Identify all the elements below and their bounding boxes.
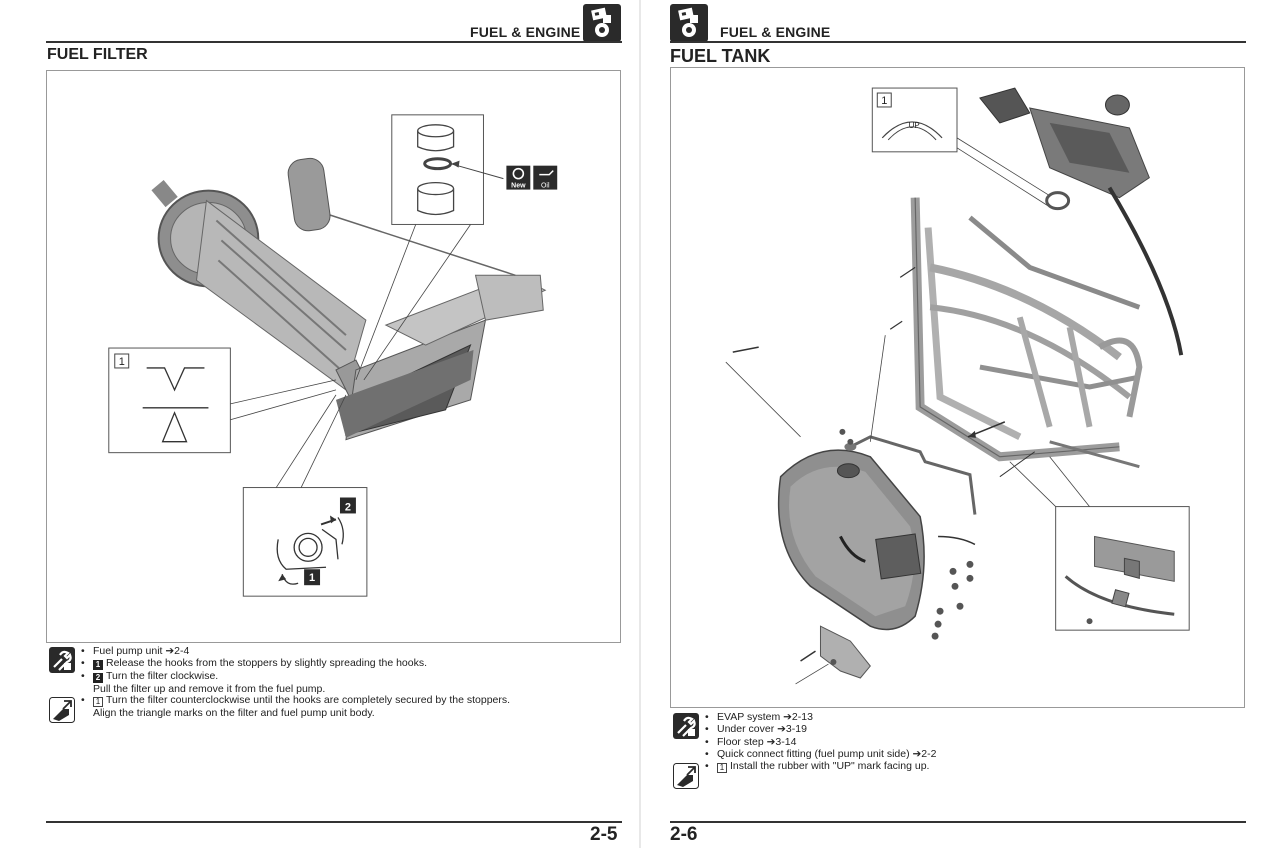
- replace-new-icon: [506, 165, 531, 190]
- page-title: FUEL TANK: [670, 46, 771, 66]
- install-marker-1: 1: [93, 697, 103, 707]
- footer-rule: [670, 821, 1246, 823]
- step-2-marker: 2: [93, 673, 103, 684]
- fuel-filter-figure: New Oil 1 2: [46, 70, 621, 643]
- page-title: FUEL FILTER: [47, 46, 148, 63]
- header-rule: [46, 41, 622, 43]
- page-number: 2-5: [590, 824, 618, 845]
- fuel-tank-figure: 1 UP: [670, 67, 1245, 708]
- note-step-2-cont: Pull the filter up and remove it from th…: [93, 683, 326, 696]
- installation-icon: [673, 763, 699, 789]
- callout-step-1: 1: [309, 572, 315, 584]
- badge-oil-label: Oil: [541, 183, 550, 190]
- note-evap: EVAP system ➔2-13: [704, 711, 1264, 724]
- section-name: FUEL & ENGINE: [720, 24, 831, 40]
- removal-wrench-icon: [49, 647, 75, 673]
- note-step-2-text: Turn the filter clockwise.: [106, 670, 219, 683]
- badge-new-label: New: [511, 183, 526, 190]
- removal-wrench-icon: [673, 713, 699, 739]
- page-left: FUEL & ENGINE FUEL FILTER: [0, 0, 640, 848]
- callout-2: 2: [345, 501, 351, 513]
- page-right: FUEL & ENGINE FUEL TANK 1 UP: [640, 0, 1280, 848]
- note-fuel-pump-ref: Fuel pump unit ➔2-4: [80, 645, 620, 658]
- callout-1: 1: [119, 356, 125, 368]
- install-note-2: Align the triangle marks on the filter a…: [93, 707, 375, 719]
- fuel-pump-illustration: [151, 157, 547, 441]
- page-gutter: [639, 0, 641, 848]
- install-note-1-text: Install the rubber with "UP" mark facing…: [730, 760, 930, 772]
- note-under-cover: Under cover ➔3-19: [704, 723, 1264, 736]
- install-note-1-text: Turn the filter counterclockwise until t…: [106, 694, 511, 706]
- section-name: FUEL & ENGINE: [470, 24, 581, 40]
- engine-section-icon: [670, 4, 708, 42]
- top-parts-illustration: [979, 87, 1184, 356]
- fuel-tank-illustration: [777, 435, 977, 679]
- engine-section-icon: [583, 4, 621, 42]
- header-rule: [670, 41, 1246, 43]
- footer-rule: [46, 821, 622, 823]
- filter-oring-detail: [417, 124, 455, 216]
- callout-1: 1: [881, 95, 887, 107]
- up-mark-label: UP: [909, 121, 920, 130]
- install-marker-1: 1: [717, 763, 727, 773]
- installation-icon: [49, 697, 75, 723]
- page-number: 2-6: [670, 824, 698, 845]
- note-step-1-text: Release the hooks from the stoppers by s…: [106, 657, 428, 670]
- note-floor-step: Floor step ➔3-14: [704, 736, 1264, 749]
- note-quick-connect: Quick connect fitting (fuel pump unit si…: [704, 748, 1264, 761]
- frame-illustration: [910, 197, 1143, 469]
- step-1-marker: 1: [93, 660, 103, 671]
- removal-notes: EVAP system ➔2-13 Under cover ➔3-19 Floo…: [704, 711, 1264, 760]
- quick-connect-detail: [1064, 535, 1175, 625]
